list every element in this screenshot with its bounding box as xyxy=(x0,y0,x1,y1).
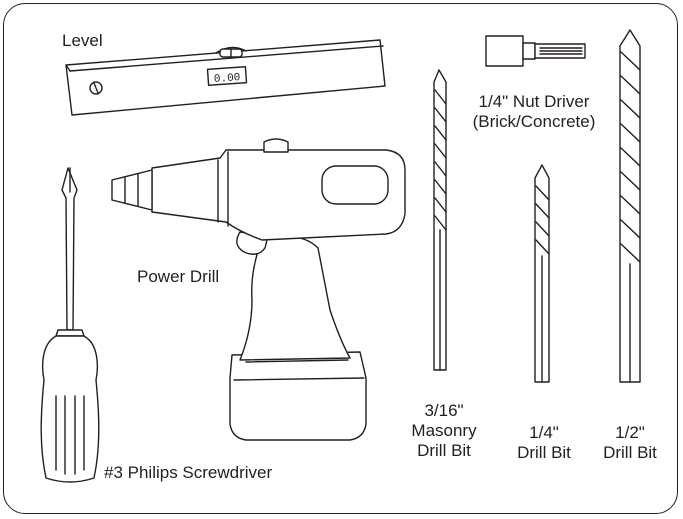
power-drill-icon xyxy=(111,138,406,441)
nut-driver-label-line1: 1/4" Nut Driver xyxy=(478,92,590,111)
masonry-bit-label-line1: 3/16" xyxy=(424,401,464,420)
nut-driver-icon xyxy=(485,35,586,67)
screwdriver-label: #3 Philips Screwdriver xyxy=(104,463,273,482)
level-icon xyxy=(65,39,386,116)
masonry-bit-label: 3/16" Masonry Drill Bit xyxy=(404,401,484,461)
screwdriver-icon xyxy=(40,167,100,483)
nut-driver-label: 1/4" Nut Driver (Brick/Concrete) xyxy=(459,92,609,132)
quarter-bit-label: 1/4" Drill Bit xyxy=(504,423,584,463)
masonry-bit-label-line2: Masonry xyxy=(411,421,477,440)
drill-bit-icon xyxy=(534,164,550,383)
half-bit-label-line1: 1/2" xyxy=(615,423,645,442)
drill-bit-icon xyxy=(433,69,447,371)
half-bit-label: 1/2" Drill Bit xyxy=(592,423,668,463)
level-readout: 0.00 xyxy=(214,72,241,86)
level-label: Level xyxy=(62,31,103,50)
quarter-bit-label-line1: 1/4" xyxy=(529,423,559,442)
nut-driver-label-line2: (Brick/Concrete) xyxy=(472,112,596,131)
quarter-bit-label-line2: Drill Bit xyxy=(517,443,571,462)
masonry-bit-label-line3: Drill Bit xyxy=(417,441,471,460)
drill-bit-icon xyxy=(619,29,641,383)
power-drill-label: Power Drill xyxy=(137,267,220,286)
half-bit-label-line2: Drill Bit xyxy=(603,443,657,462)
diagram-frame xyxy=(3,3,678,514)
